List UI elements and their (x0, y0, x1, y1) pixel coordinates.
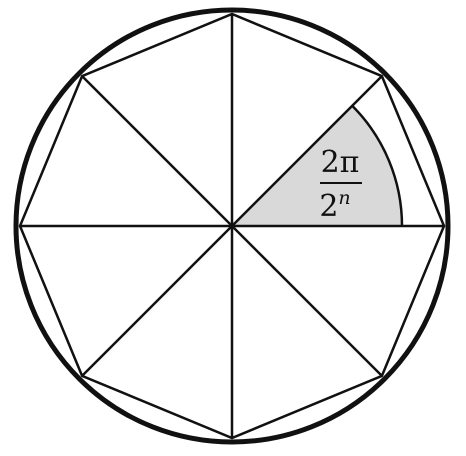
highlighted-central-angle-sector (232, 105, 402, 226)
spoke-2 (231, 75, 383, 227)
radial-spokes (20, 14, 444, 438)
circumscribed-circle (13, 7, 451, 445)
spoke-4 (81, 75, 233, 227)
angle-label-denominator-base: 2 (319, 189, 338, 224)
angle-label-numerator: 2π (321, 145, 360, 180)
angle-label-denominator-exponent: n (338, 187, 350, 209)
angle-arc (351, 104, 404, 227)
spoke-8 (231, 225, 383, 377)
angle-label-denominator: 2n (319, 187, 350, 224)
spoke-6 (81, 225, 233, 377)
angle-label: 2π 2n (319, 145, 362, 224)
